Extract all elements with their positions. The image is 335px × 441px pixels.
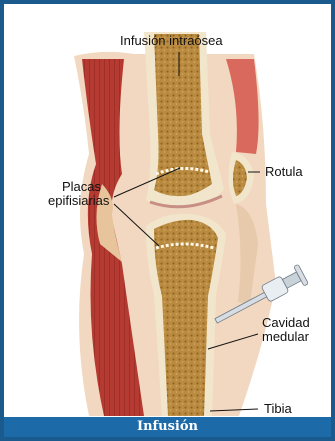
label-tibia: Tibia <box>264 402 292 416</box>
knee-cross-section-illustration <box>4 4 331 418</box>
caption-bar: Infusión <box>4 417 331 437</box>
label-cavidad: Cavidad <box>262 316 310 330</box>
label-epifisiarias: epifisiarias <box>48 194 109 208</box>
label-rotula: Rotula <box>265 165 303 179</box>
label-placas: Placas <box>62 180 101 194</box>
label-infusion-intraosea: Infusión intraósea <box>120 34 223 48</box>
label-medular: medular <box>262 330 309 344</box>
